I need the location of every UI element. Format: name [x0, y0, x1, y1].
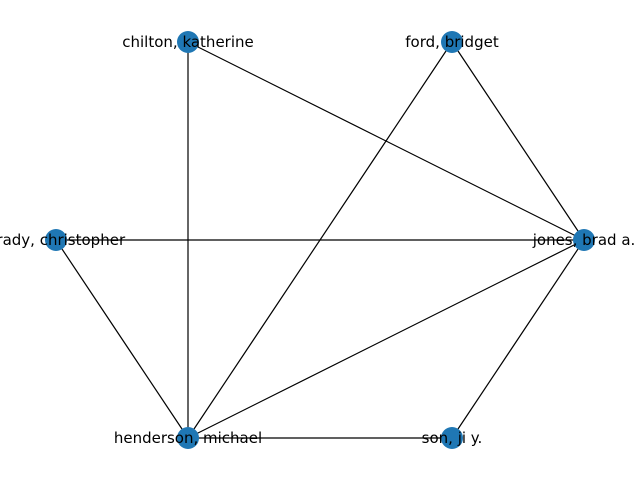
node-label-ford: ford, bridget	[405, 33, 499, 51]
node-label-chilton: chilton, katherine	[122, 33, 254, 51]
edge-ford-jones	[451, 41, 585, 241]
node-brady[interactable]	[45, 229, 67, 251]
node-chilton[interactable]	[177, 31, 199, 53]
node-jones[interactable]	[573, 229, 595, 251]
node-ford[interactable]	[441, 31, 463, 53]
labels-layer: chilton, katherine ford, bridget jones, br…	[0, 33, 635, 447]
node-label-brady: brady, christopher	[0, 231, 126, 249]
nodes-layer	[45, 31, 595, 449]
node-label-son: son, ji y.	[422, 429, 483, 447]
edge-henderson-jones	[187, 239, 585, 439]
node-son[interactable]	[441, 427, 463, 449]
node-label-henderson: henderson, michael	[114, 429, 262, 447]
edge-brady-henderson	[55, 239, 189, 439]
edge-jones-son	[451, 239, 585, 439]
node-label-jones: jones, brad a.	[532, 231, 636, 249]
edges-layer	[55, 41, 585, 439]
node-henderson[interactable]	[177, 427, 199, 449]
